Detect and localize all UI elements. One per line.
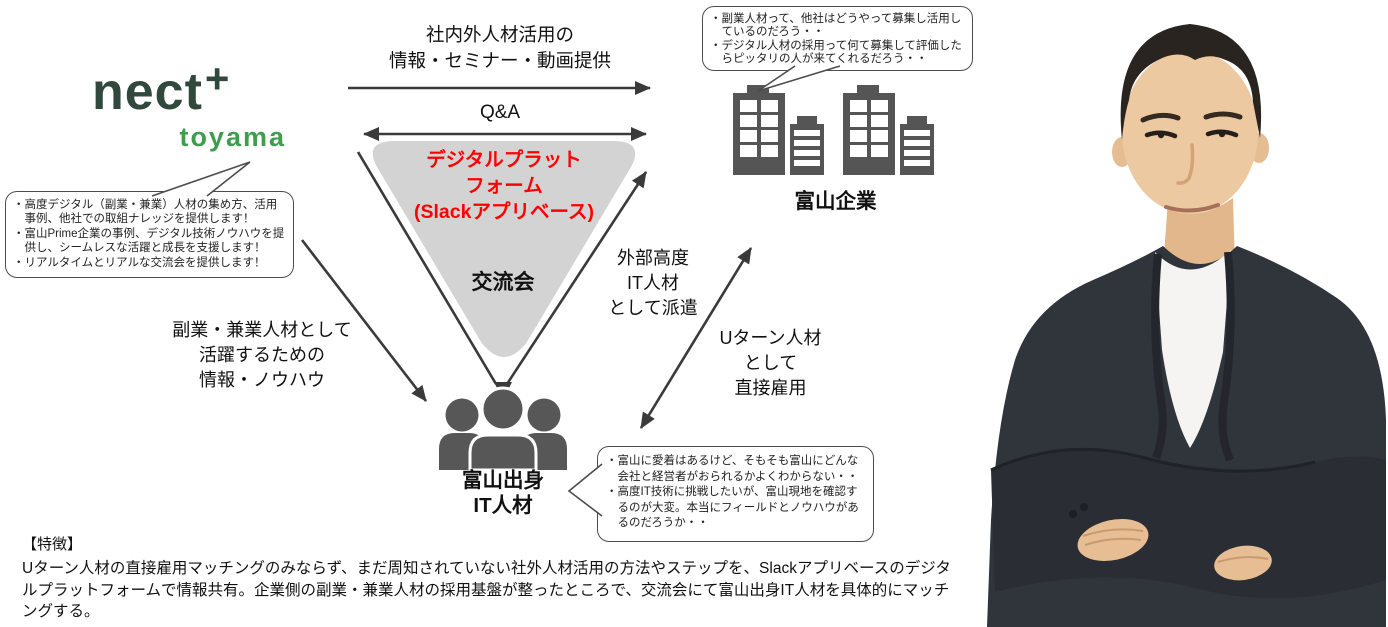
platform-title-line2: フォーム <box>465 175 543 197</box>
nect-logo-plus: + <box>204 55 231 102</box>
dispatch-label-line2: IT人材 <box>627 273 679 293</box>
bubble-bullet: ・富山Prime企業の事例、デジタル技術ノウハウを提供し、シームレスな活躍と成長… <box>13 227 285 255</box>
nect-logo-text: nect <box>92 63 203 121</box>
company-speech-bubble: ・副業人材って、他社はどうやって募集し活用しているのだろう・・ ・デジタル人材の… <box>702 6 973 71</box>
nect-logo: nect+ <box>92 55 230 122</box>
provide-label-line2: 情報・セミナー・動画提供 <box>388 50 611 71</box>
features-body: Uターン人材の直接雇用マッチングのみならず、まだ周知されていない社外人材活用の方… <box>22 560 951 620</box>
bubble-bullet: ・デジタル人材の採用って何て募集して評価したらピッタリの人が来てくれるだろう・・ <box>710 39 962 65</box>
nect-logo-subtext: toyama <box>179 122 286 152</box>
uturn-label-line1: Uターン人材 <box>719 328 822 348</box>
sidework-label-line1: 副業・兼業人材として <box>172 320 352 340</box>
sidework-label-line2: 活躍するための <box>199 345 325 365</box>
dispatch-label-line3: として派遣 <box>608 298 698 318</box>
platform-title: デジタルプラット フォーム (Slackアプリベース) <box>378 147 630 225</box>
sidework-label-line3: 情報・ノウハウ <box>199 370 325 390</box>
talent-node-label: 富山出身 IT人材 <box>425 468 581 518</box>
bubble-bullet: ・高度デジタル（副業・兼業）人材の集め方、活用事例、他社での取組ナレッジを提供し… <box>13 199 278 226</box>
features-heading: 【特徴】 <box>22 536 83 553</box>
uturn-arrow-label: Uターン人材 として 直接雇用 <box>698 326 843 401</box>
dispatch-label-line1: 外部高度 <box>617 248 689 268</box>
people-group-icon <box>439 386 567 472</box>
bubble-bullet: ・高度IT技術に挑戦したいが、富山現地を確認するのが大変。本当にフィールドとノウ… <box>606 486 859 530</box>
platform-title-line3: (Slackアプリベース) <box>414 201 594 223</box>
talent-label-line1: 富山出身 <box>462 469 544 492</box>
v-funnel-tip-arrowhead <box>494 382 512 400</box>
dispatch-arrow-label: 外部高度 IT人材 として派遣 <box>583 246 723 321</box>
buildings-icon <box>733 85 934 175</box>
company-node-label: 富山企業 <box>794 190 877 213</box>
bubble-bullet: ・リアルタイムとリアルな交流会を提供します！ <box>13 256 266 269</box>
meeting-label: 交流会 <box>471 271 535 294</box>
platform-title-line1: デジタルプラット <box>426 149 582 171</box>
features-section: 【特徴】 Uターン人材の直接雇用マッチングのみならず、まだ周知されていない社外人… <box>22 533 962 623</box>
provide-label-line1: 社内外人材活用の <box>425 24 574 45</box>
qa-arrow-label: Q&A <box>479 102 521 123</box>
sidework-arrow-label: 副業・兼業人材として 活躍するための 情報・ノウハウ <box>138 318 386 393</box>
talent-speech-bubble: ・富山に愛着はあるけど、そもそも富山にどんな会社と経営者がおられるかよくわからな… <box>597 446 874 542</box>
portrait-photo <box>985 0 1388 627</box>
bubble-bullet: ・副業人材って、他社はどうやって募集し活用しているのだろう・・ <box>710 13 962 39</box>
uturn-label-line3: 直接雇用 <box>734 378 807 398</box>
bubble-bullet: ・富山に愛着はあるけど、そもそも富山にどんな会社と経営者がおられるかよくわからな… <box>606 455 859 483</box>
provide-arrow-label: 社内外人材活用の 情報・セミナー・動画提供 <box>345 22 655 74</box>
nect-speech-bubble: ・高度デジタル（副業・兼業）人材の集め方、活用事例、他社での取組ナレッジを提供し… <box>5 191 294 278</box>
talent-label-line2: IT人材 <box>473 494 533 517</box>
uturn-label-line2: として <box>743 353 798 373</box>
